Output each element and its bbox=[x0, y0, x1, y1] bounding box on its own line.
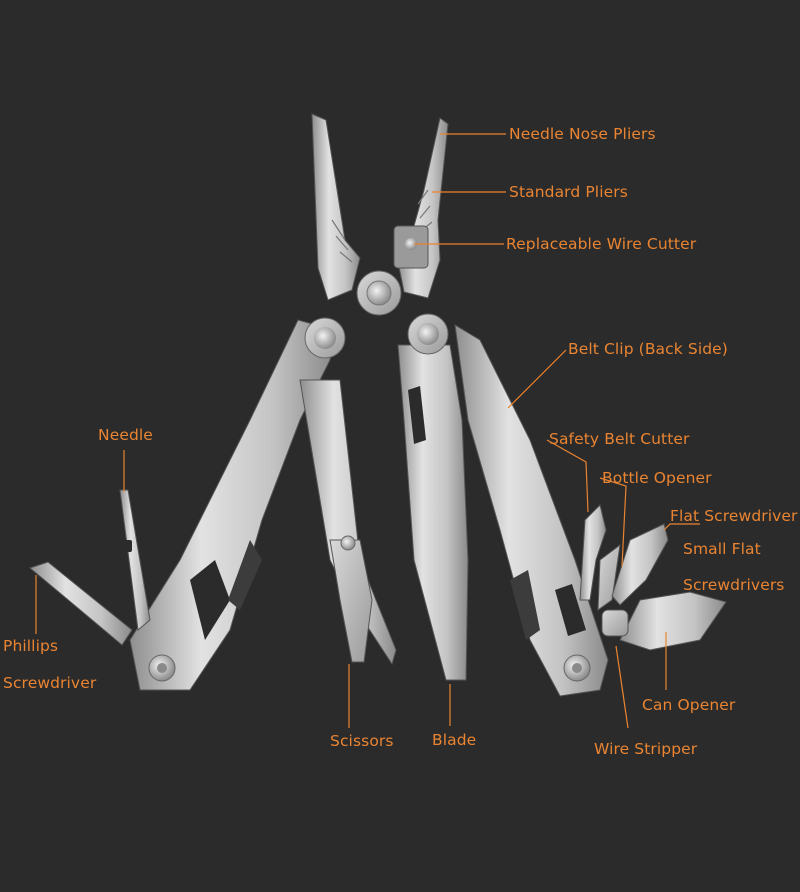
leader-belt-clip bbox=[507, 349, 567, 409]
label-replaceable-wire-cutter: Replaceable Wire Cutter bbox=[506, 235, 697, 253]
label-needle: Needle bbox=[98, 426, 153, 444]
label-screwdrivers: Screwdrivers bbox=[683, 576, 785, 594]
label-phillips: Phillips bbox=[3, 637, 59, 655]
label-wire-stripper: Wire Stripper bbox=[594, 740, 698, 758]
label-screwdriver: Screwdriver bbox=[3, 674, 97, 692]
scissors-tool bbox=[299, 379, 397, 666]
label-blade: Blade bbox=[432, 731, 477, 749]
right-tools bbox=[579, 504, 727, 651]
label-safety-belt-cutter: Safety Belt Cutter bbox=[549, 430, 690, 448]
label-belt-clip: Belt Clip (Back Side) bbox=[568, 340, 728, 358]
leader-bottle-opener bbox=[599, 477, 627, 567]
label-flat-screwdriver: Flat Screwdriver bbox=[670, 507, 798, 525]
leader-lines bbox=[35, 133, 700, 729]
leader-flat-screwdriver bbox=[663, 523, 700, 531]
label-standard-pliers: Standard Pliers bbox=[509, 183, 628, 201]
label-can-opener: Can Opener bbox=[642, 696, 736, 714]
blade-tool bbox=[397, 313, 469, 681]
label-scissors: Scissors bbox=[330, 732, 394, 750]
leader-safety-cutter bbox=[546, 439, 589, 513]
leader-wire-stripper bbox=[615, 645, 629, 729]
label-bottle-opener: Bottle Opener bbox=[602, 469, 712, 487]
needle-tool bbox=[119, 489, 151, 631]
plier-jaws bbox=[311, 113, 449, 316]
label-small-flat: Small Flat bbox=[683, 540, 761, 558]
right-handle bbox=[454, 324, 609, 697]
phillips-tool bbox=[28, 561, 133, 646]
label-needle-nose-pliers: Needle Nose Pliers bbox=[509, 125, 656, 143]
left-handle bbox=[129, 317, 346, 691]
